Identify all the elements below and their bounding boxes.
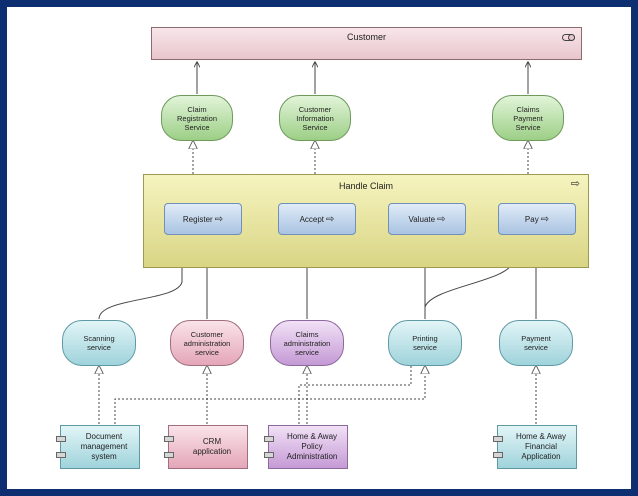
app-service-label: Customer administration service (183, 329, 231, 357)
component-financial-application: Home & Away Financial Application (493, 425, 577, 469)
component-icon (264, 452, 274, 458)
process-arrow-icon: ⇨ (326, 213, 335, 225)
step-valuate: Valuate ⇨ (388, 203, 466, 235)
business-service-label: Customer Information Service (296, 104, 334, 132)
component-label: Home & Away Financial Application (515, 432, 567, 461)
diagram-canvas: Customer Claim Registration Service Cust… (7, 7, 631, 489)
app-service-printing: Printing service (388, 320, 462, 366)
component-icon (164, 452, 174, 458)
app-service-claims-administration: Claims administration service (270, 320, 344, 366)
business-service-claims-payment: Claims Payment Service (492, 95, 564, 141)
app-service-customer-administration: Customer administration service (170, 320, 244, 366)
component-icon (164, 436, 174, 442)
step-accept: Accept ⇨ (278, 203, 356, 235)
component-policy-administration: Home & Away Policy Administration (264, 425, 348, 469)
component-crm: CRM application (164, 425, 248, 469)
component-label: CRM application (192, 437, 232, 456)
step-label: Register (182, 214, 213, 224)
process-arrow-icon: ⇨ (214, 213, 224, 225)
component-label: Home & Away Policy Administration (286, 432, 338, 461)
wire-policyadmin-printing (298, 366, 412, 424)
customer-role: Customer (151, 27, 582, 60)
app-service-label: Payment service (521, 334, 551, 352)
component-icon (493, 452, 503, 458)
component-document-management: Document management system (56, 425, 140, 469)
role-icon (562, 34, 575, 41)
process-arrow-icon: ⇨ (437, 213, 446, 225)
app-service-label: Scanning service (83, 334, 115, 352)
step-label: Pay (524, 214, 539, 224)
component-icon (56, 436, 66, 442)
app-service-scanning: Scanning service (62, 320, 136, 366)
business-service-label: Claims Payment Service (513, 104, 543, 132)
wire-docmgmt-printing (114, 366, 425, 424)
step-label: Accept (299, 214, 325, 224)
component-icon (264, 436, 274, 442)
app-service-label: Claims administration service (283, 329, 331, 357)
step-pay: Pay ⇨ (498, 203, 576, 235)
app-service-payment: Payment service (499, 320, 573, 366)
process-arrow-icon: ⇨ (570, 178, 580, 190)
process-label: Handle Claim (338, 181, 394, 191)
wire-scanning-register (98, 237, 182, 320)
component-icon (493, 436, 503, 442)
component-label: Document management system (80, 432, 128, 461)
business-service-claim-registration: Claim Registration Service (161, 95, 233, 141)
business-service-customer-information: Customer Information Service (279, 95, 351, 141)
step-label: Valuate (408, 214, 436, 224)
customer-label: Customer (346, 32, 386, 42)
app-service-label: Printing service (412, 334, 438, 352)
business-service-label: Claim Registration Service (176, 104, 218, 132)
step-register: Register ⇨ (164, 203, 242, 235)
component-icon (56, 452, 66, 458)
process-arrow-icon: ⇨ (540, 213, 550, 225)
